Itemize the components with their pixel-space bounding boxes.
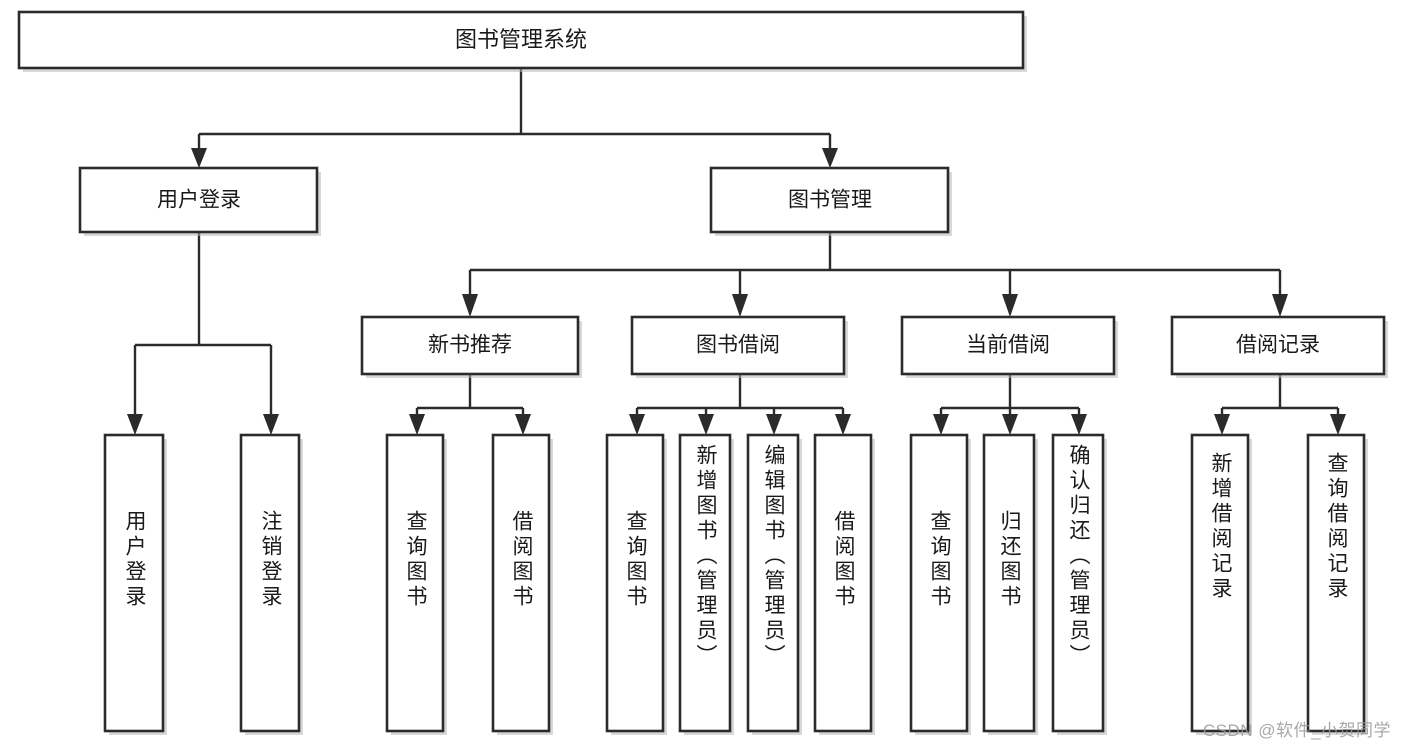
node-book-manage-label: 图书管理 <box>788 189 872 212</box>
arrow-head-leaf-return-book <box>1002 414 1018 435</box>
node-leaf-query-record[interactable] <box>1306 433 1368 735</box>
node-book-manage[interactable]: 图书管理 <box>709 166 952 236</box>
arrow-head-userlogin <box>191 148 207 168</box>
node-leaf-add-book[interactable] <box>678 433 734 735</box>
node-root[interactable]: 图书管理系统 <box>17 10 1027 72</box>
node-cb-rect <box>900 315 1116 376</box>
node-user-login[interactable]: 用户登录 <box>78 166 321 236</box>
arrow-head-current-borrow <box>1002 294 1018 317</box>
connector-group <box>127 68 1346 435</box>
node-leaf-query-book-3[interactable] <box>909 433 971 735</box>
node-new-book-recommend-label: 新书推荐 <box>428 334 512 357</box>
arrow-head-leaf-query-book-3 <box>933 414 949 435</box>
node-current-borrow-label: 当前借阅 <box>966 334 1050 357</box>
arrow-head-leaf-edit-book <box>766 414 782 435</box>
node-bb-rect <box>630 315 846 376</box>
arrow-head-new-book-recommend <box>462 294 478 317</box>
arrow-head-book-borrow <box>732 294 748 317</box>
arrow-head-leaf-add-record <box>1214 414 1230 435</box>
node-root-rect <box>17 10 1025 70</box>
leaf-boxes-group <box>103 433 1368 735</box>
node-leaf-add-record[interactable] <box>1190 433 1252 735</box>
node-book-borrow-label: 图书借阅 <box>696 334 780 357</box>
arrow-head-bookmanage <box>822 148 838 168</box>
node-new-book-recommend[interactable]: 新书推荐 <box>360 315 582 378</box>
node-leaf-confirm-return[interactable] <box>1051 433 1107 735</box>
node-root-label: 图书管理系统 <box>455 27 587 52</box>
arrow-head-borrow-record <box>1272 294 1288 317</box>
node-leaf-query-book-1[interactable] <box>385 433 447 735</box>
arrow-head-leaf-borrow-book-2 <box>835 414 851 435</box>
node-current-borrow[interactable]: 当前借阅 <box>900 315 1118 378</box>
arrow-head-leaf-add-book <box>698 414 714 435</box>
arrow-head-leaf-confirm-return <box>1071 414 1087 435</box>
node-borrow-record[interactable]: 借阅记录 <box>1170 315 1388 378</box>
node-leaf-borrow-book-2[interactable] <box>813 433 875 735</box>
node-borrow-record-label: 借阅记录 <box>1236 334 1320 357</box>
node-user-login-rect <box>78 166 319 234</box>
arrow-head-leaf-query-book-2 <box>629 414 645 435</box>
node-leaf-user-login[interactable] <box>103 433 167 735</box>
node-user-login-label: 用户登录 <box>157 189 241 212</box>
arrow-head-leaf-query-book-1 <box>409 414 425 435</box>
node-book-manage-rect <box>709 166 950 234</box>
node-leaf-user-logout[interactable] <box>239 433 303 735</box>
node-br-rect <box>1170 315 1386 376</box>
node-leaf-borrow-book-1[interactable] <box>491 433 553 735</box>
watermark-label: CSDN @软件_小贺同学 <box>1202 721 1391 740</box>
arrow-head-leaf-query-record <box>1330 414 1346 435</box>
node-leaf-return-book[interactable] <box>982 433 1038 735</box>
node-nbr-rect <box>360 315 580 376</box>
node-leaf-query-book-2[interactable] <box>605 433 667 735</box>
arrow-head-leaf-user-login <box>127 414 143 435</box>
node-book-borrow[interactable]: 图书借阅 <box>630 315 848 378</box>
arrow-head-leaf-user-logout <box>263 414 279 435</box>
arrow-head-leaf-borrow-book-1 <box>515 414 531 435</box>
node-leaf-edit-book[interactable] <box>746 433 802 735</box>
